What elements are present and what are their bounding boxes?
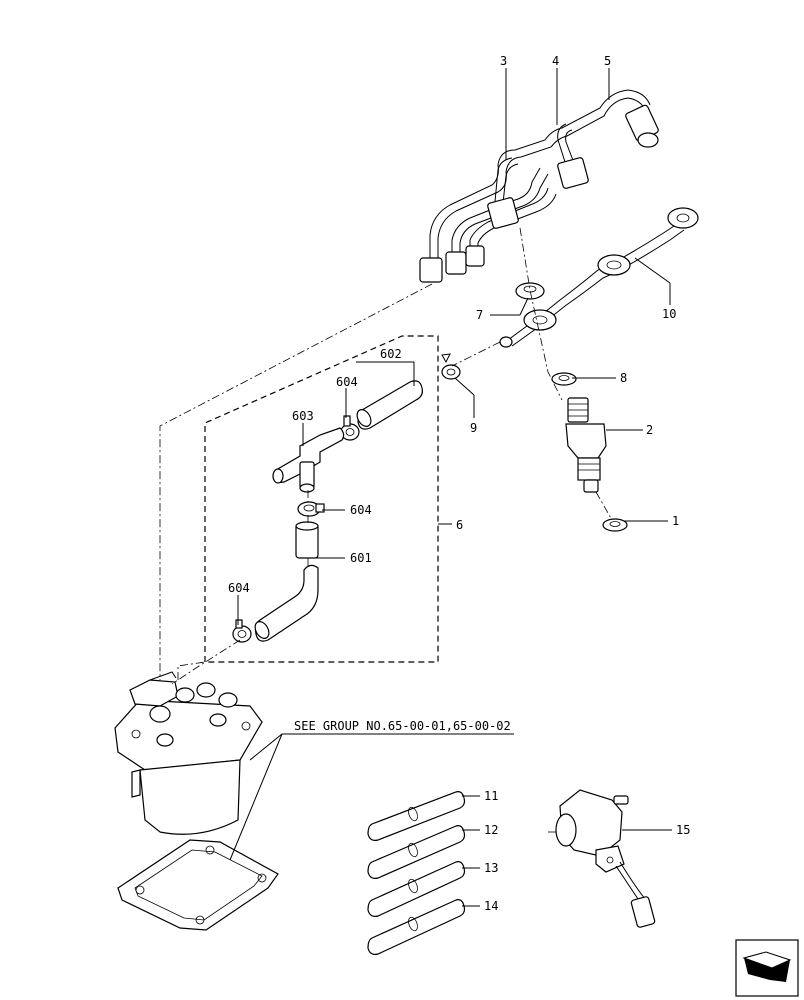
callout-10: 10	[662, 307, 676, 321]
hose-601-straight	[295, 521, 319, 559]
leak-off-pipe	[499, 207, 699, 348]
callout-604-top: 604	[336, 375, 358, 389]
callout-1: 1	[672, 514, 679, 528]
callout-5: 5	[604, 54, 611, 68]
callout-11: 11	[484, 789, 498, 803]
callout-8: 8	[620, 371, 627, 385]
fuel-hose-14	[367, 899, 466, 955]
hose-602	[356, 380, 423, 430]
fuel-hose-12	[367, 825, 466, 879]
callout-2: 2	[646, 423, 653, 437]
washer-8	[551, 372, 577, 386]
washer-1	[602, 518, 628, 532]
callout-4: 4	[552, 54, 559, 68]
callout-13: 13	[484, 861, 498, 875]
injection-pump	[114, 671, 263, 835]
leader-lines	[159, 68, 672, 907]
callout-601: 601	[350, 551, 372, 565]
forward-arrow-icon[interactable]	[735, 939, 799, 997]
fuel-hose-13	[367, 861, 466, 917]
callout-6: 6	[456, 518, 463, 532]
injection-pipes	[419, 89, 659, 283]
callout-602: 602	[380, 347, 402, 361]
callout-7: 7	[476, 308, 483, 322]
fuel-solenoid-15	[548, 789, 656, 928]
fuel-hose-11	[367, 791, 466, 841]
t-joint-603	[272, 427, 345, 493]
nozzle-holder-2	[565, 397, 607, 493]
callout-603: 603	[292, 409, 314, 423]
callout-3: 3	[500, 54, 507, 68]
pump-gasket	[117, 839, 279, 931]
clamp-604-middle	[297, 501, 325, 517]
callout-15: 15	[676, 823, 690, 837]
callout-12: 12	[484, 823, 498, 837]
callout-9: 9	[470, 421, 477, 435]
group-6-boundary	[204, 335, 439, 663]
see-group-note: SEE GROUP NO.65-00-01,65-00-02	[294, 719, 511, 733]
callout-604-bottom: 604	[228, 581, 250, 595]
callout-14: 14	[484, 899, 498, 913]
callout-604-middle: 604	[350, 503, 372, 517]
washer-7	[515, 282, 545, 300]
clip-9	[441, 353, 461, 380]
hose-601-bent	[254, 564, 319, 642]
clamp-604-bottom	[232, 619, 252, 643]
